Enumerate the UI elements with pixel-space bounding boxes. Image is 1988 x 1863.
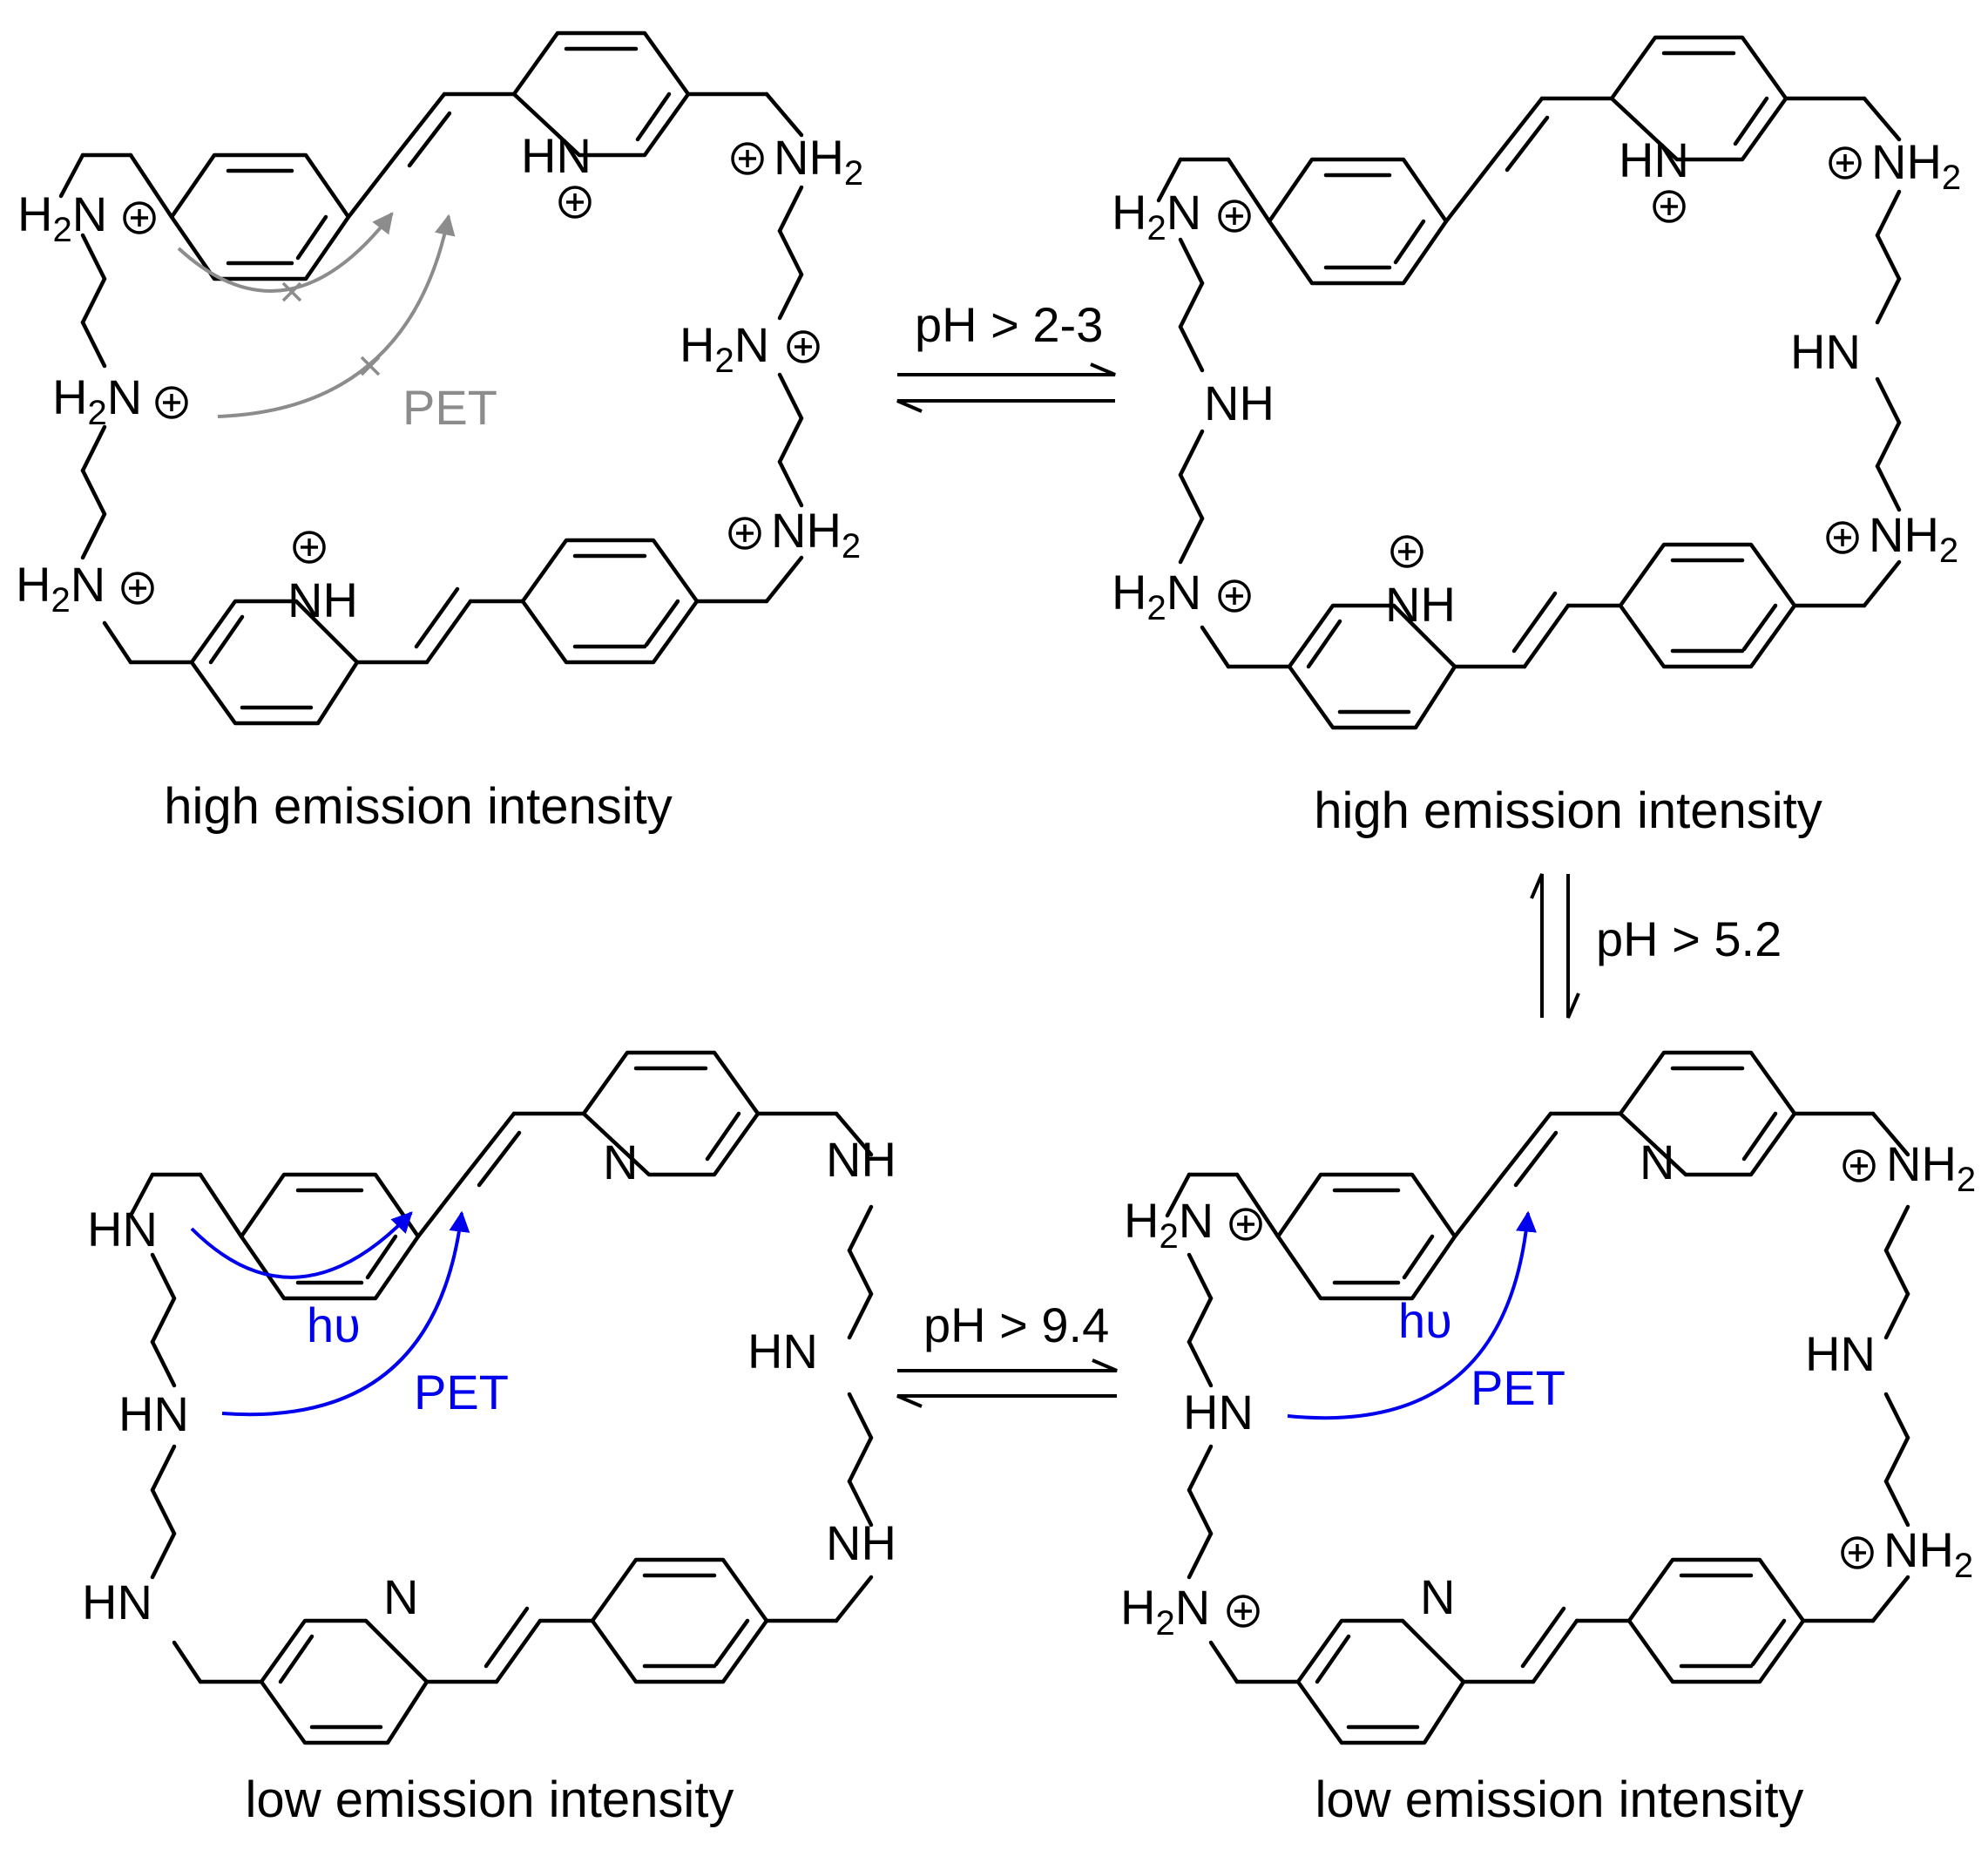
pet-arrow-blocked-1 <box>177 212 394 293</box>
amine-right-mid: HN <box>747 1324 818 1379</box>
amine-left-top: HN <box>87 1202 158 1257</box>
pyridine-top: N <box>603 1135 638 1189</box>
reverse-half-arrow <box>896 1394 1117 1408</box>
forward-half-arrow <box>897 1358 1118 1372</box>
equilibrium-right: pH > 5.2 <box>1530 873 1782 1019</box>
pet-arrow <box>1287 1210 1537 1420</box>
amine-left-bot: HN <box>82 1575 152 1629</box>
hv-label: hυ <box>307 1297 361 1352</box>
pyridine-bottom: N <box>383 1569 418 1624</box>
amine-left-mid: HN <box>118 1386 189 1441</box>
amine-right-mid: HN <box>1790 324 1861 379</box>
reverse-half-arrow <box>1530 873 1544 1018</box>
condition-ph-9-4: pH > 9.4 <box>923 1297 1109 1352</box>
amine-right-top: NH <box>826 1132 896 1187</box>
forward-half-arrow <box>897 362 1116 376</box>
amine-right-mid: H2N <box>680 317 769 380</box>
amine-left-bot: H2N <box>1112 565 1201 627</box>
caption-molecule-1: high emission intensity <box>164 778 673 835</box>
molecule-partially-protonated-1: H2N NH H2N NH2 HN NH2 HN NH high emissio… <box>1112 37 1961 839</box>
amine-right-top: NH2 <box>1871 134 1961 197</box>
pyridinium-top: HN <box>1619 132 1689 187</box>
equilibrium-top: pH > 2-3 <box>896 297 1116 413</box>
amine-left-top: H2N <box>1124 1193 1214 1256</box>
caption-molecule-2: high emission intensity <box>1314 782 1822 839</box>
amine-left-mid: H2N <box>52 369 142 432</box>
amine-left-top: H2N <box>17 186 107 249</box>
pet-label: PET <box>1471 1360 1565 1415</box>
molecule-partially-protonated-2: H2N HN H2N NH2 HN NH2 N N hυ PET low emi… <box>1120 1053 1976 1828</box>
molecule-fully-protonated: H2N H2N H2N NH2 H2N NH2 HN NH PET high e… <box>16 33 863 835</box>
amine-right-top: NH2 <box>1886 1136 1976 1199</box>
pet-label-grey: PET <box>402 380 497 435</box>
amine-left-top: H2N <box>1112 185 1201 247</box>
caption-molecule-4: low emission intensity <box>1315 1772 1804 1828</box>
caption-molecule-3: low emission intensity <box>246 1772 734 1828</box>
hv-label: hυ <box>1398 1293 1452 1348</box>
amine-right-top: NH2 <box>774 130 863 193</box>
pyridinium-top: HN <box>521 128 592 183</box>
amine-left-mid: HN <box>1183 1385 1254 1440</box>
pyridine-top: N <box>1640 1135 1674 1189</box>
equilibrium-bottom: pH > 9.4 <box>896 1297 1118 1408</box>
amine-right-bot: NH2 <box>1869 507 1958 570</box>
condition-ph-2-3: pH > 2-3 <box>915 297 1103 352</box>
block-cross-icon <box>281 281 381 376</box>
pyridine-bottom: N <box>1420 1569 1455 1624</box>
amine-left-bot: H2N <box>16 557 105 620</box>
amine-right-bot: NH2 <box>1883 1522 1973 1585</box>
amine-left-bot: H2N <box>1120 1580 1210 1643</box>
pyridinium-bottom: NH <box>287 572 358 627</box>
condition-ph-5-2: pH > 5.2 <box>1596 911 1782 966</box>
amine-left-mid: NH <box>1204 376 1275 430</box>
amine-right-bot: NH2 <box>771 503 861 566</box>
amine-right-bot: NH <box>826 1515 896 1570</box>
molecule-neutral: HN HN HN NH HN NH N N hυ PET low emissio… <box>82 1053 896 1828</box>
pet-label: PET <box>414 1365 509 1419</box>
pet-arrow-2 <box>221 1210 470 1417</box>
amine-right-mid: HN <box>1805 1326 1876 1381</box>
reverse-half-arrow <box>896 399 1115 413</box>
pyridinium-bottom: NH <box>1385 577 1456 632</box>
pet-arrow-1 <box>190 1211 413 1279</box>
forward-half-arrow <box>1566 874 1580 1019</box>
